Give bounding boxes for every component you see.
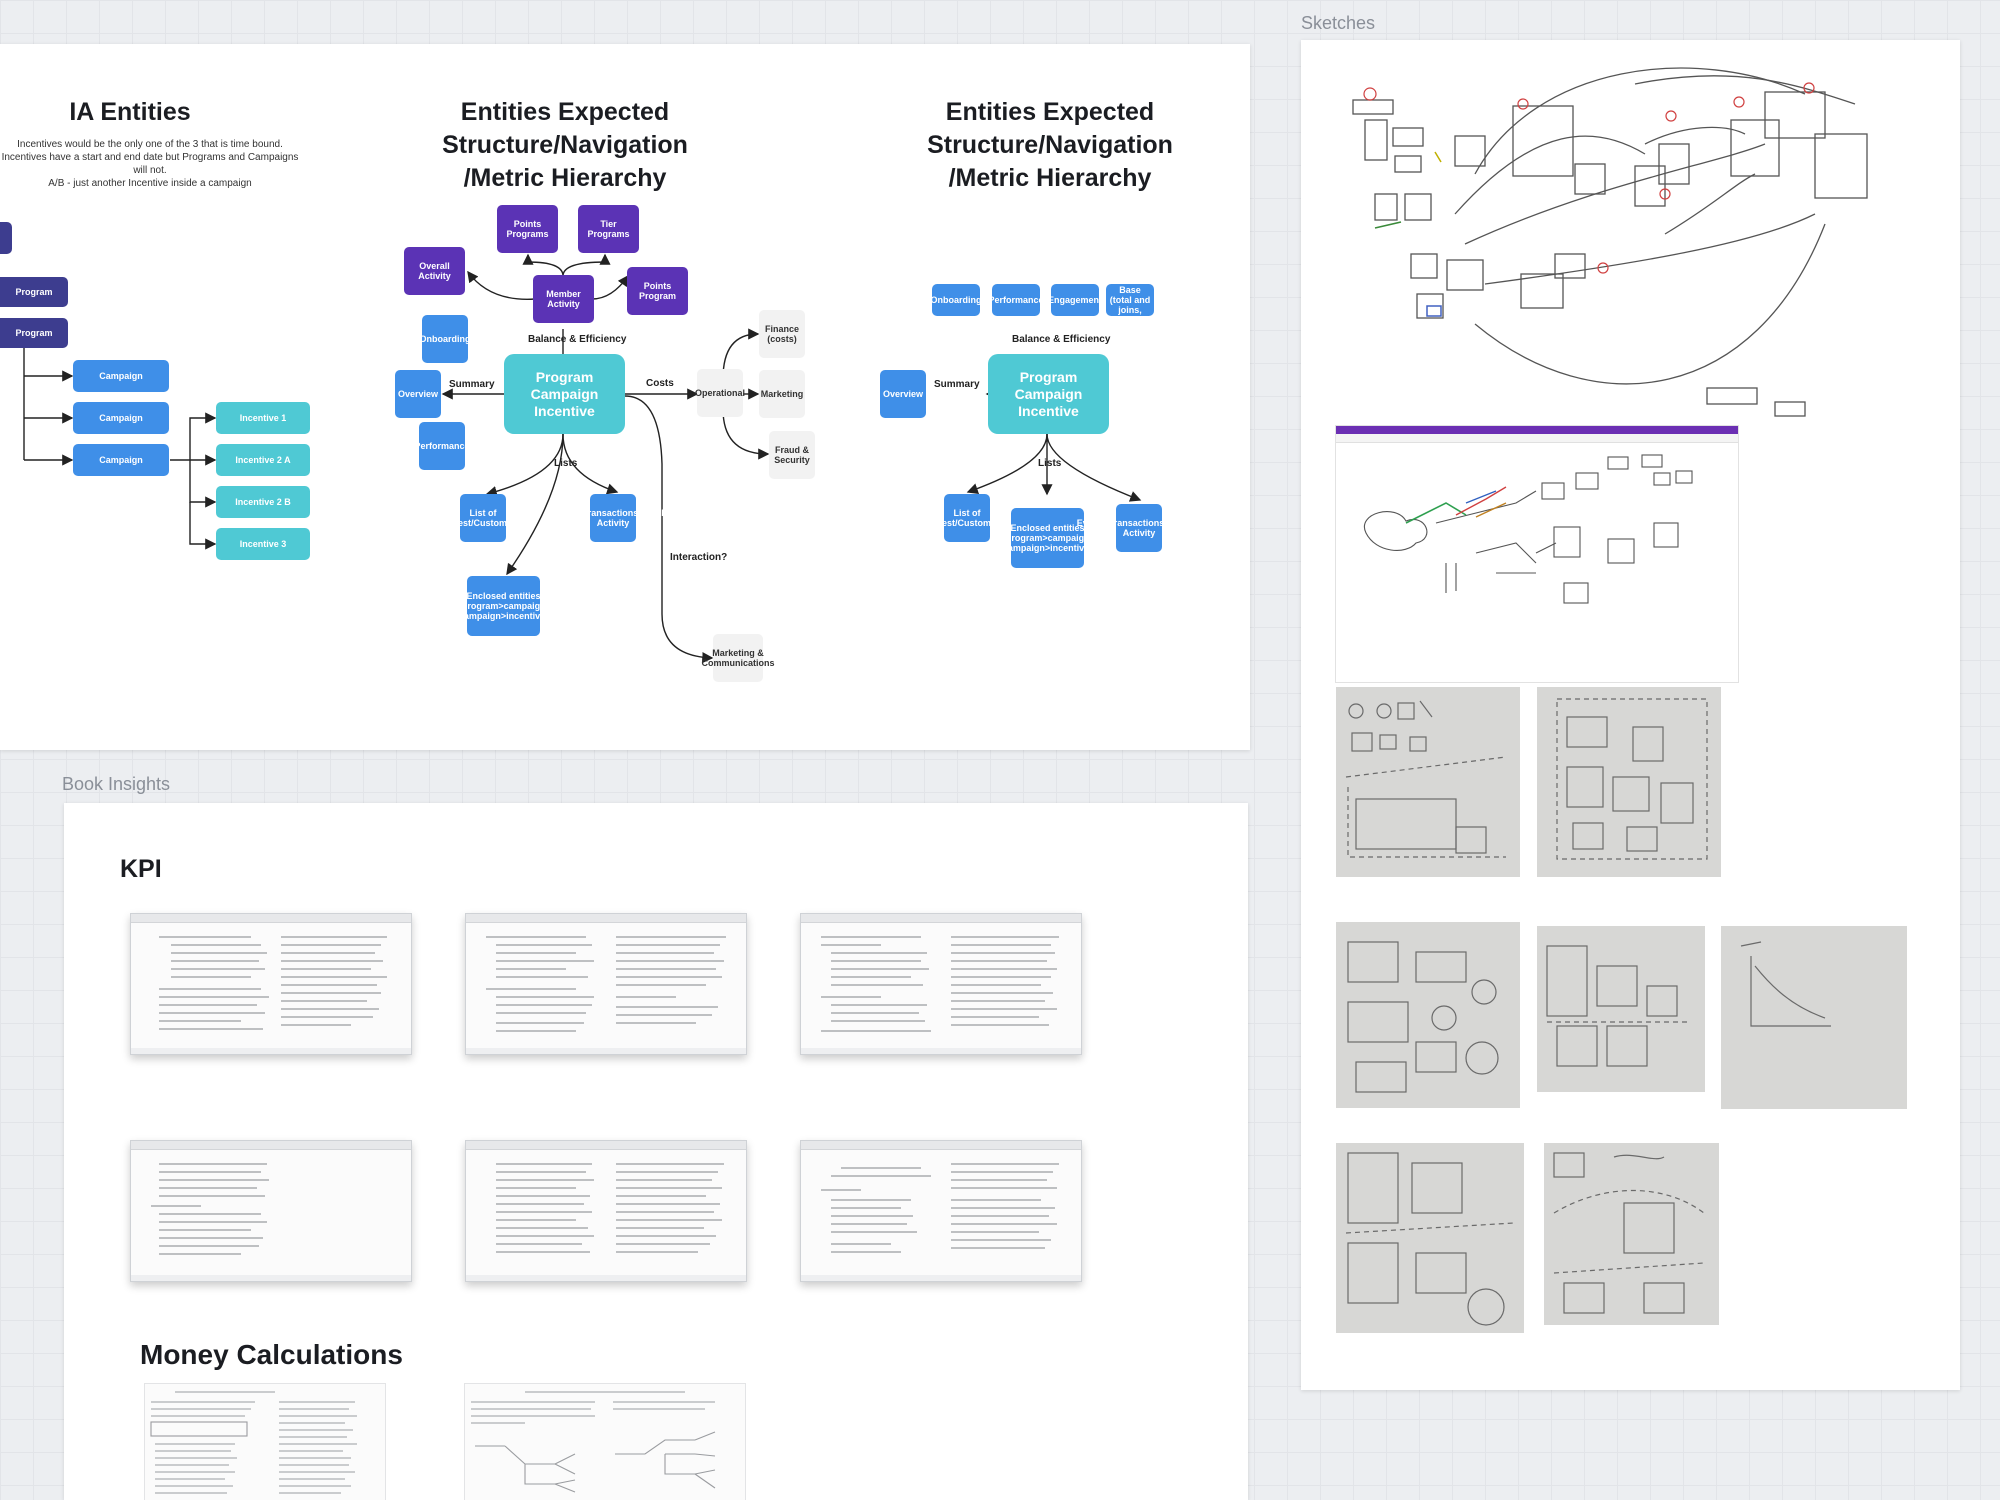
paper-sketch-photo-2[interactable] (1537, 687, 1721, 877)
paper-sketch-photo-7[interactable] (1544, 1143, 1719, 1325)
paper-sketch-photo-6[interactable] (1336, 1143, 1524, 1333)
whiteboard-2-titlebar (1336, 426, 1738, 434)
h1-label-costs: Costs (646, 378, 674, 389)
h1-label-summary: Summary (449, 379, 495, 390)
sketches-frame-label: Sketches (1301, 13, 1376, 33)
h1-node-list-guests[interactable]: List of Guest/Customers (446, 494, 521, 542)
sketches-frame[interactable] (1301, 40, 1960, 1390)
ia-node-campaign-2[interactable]: Campaign (73, 402, 169, 434)
paper-sketch-photo-4[interactable] (1537, 926, 1705, 1092)
kpi-page-6[interactable] (800, 1140, 1082, 1282)
h1-node-overall-activity[interactable]: Overall Activity (404, 247, 465, 295)
kpi-page-5-text (496, 1163, 724, 1253)
kpi-page-2-text (486, 936, 726, 1032)
h2-label-summary: Summary (934, 379, 980, 390)
whiteboard-sketch-1-drawing (1352, 67, 1868, 417)
paper-sketch-photo-5[interactable] (1721, 926, 1907, 1109)
ia-node-program-1[interactable]: Program (0, 277, 68, 307)
h1-label-interaction: Interaction? (670, 552, 728, 563)
kpi-page-5[interactable] (465, 1140, 747, 1282)
h2-node-member-base[interactable]: Member Base (total and joins, churn) (1106, 275, 1154, 325)
h1-label-lists: Lists (554, 458, 578, 469)
ia-entities-title: IA Entities (69, 98, 191, 126)
kpi-page-1[interactable] (130, 913, 412, 1055)
board-connectors (23, 253, 1142, 664)
paper-sketch-photo-4-drawing (1546, 945, 1687, 1067)
h1-node-member-activity[interactable]: Member Activity (533, 275, 594, 323)
hierarchy-1-title: Entities Expected Structure/Navigation /… (442, 98, 688, 192)
h2-node-enclosed[interactable]: Enclosed entities (program>campaign, cam… (1003, 508, 1092, 568)
h1-node-enclosed[interactable]: Enclosed entities (program>campaign, cam… (459, 576, 548, 636)
whiteboard-sketch-2[interactable] (1335, 425, 1739, 683)
paper-sketch-photo-3[interactable] (1336, 922, 1520, 1108)
h1-node-finance[interactable]: Finance (costs) (759, 310, 805, 358)
book-insights-frame[interactable]: KPI (64, 803, 1248, 1500)
money-page-2[interactable] (464, 1383, 746, 1500)
ia-entities-note: Incentives would be the only one of the … (1, 139, 299, 189)
h1-node-tier-programs[interactable]: Tier Programs (578, 205, 639, 253)
ia-node-incentive-2b[interactable]: Incentive 2 B (216, 486, 310, 518)
kpi-page-4-text (151, 1163, 269, 1255)
whiteboard-sketch-1[interactable] (1335, 44, 1935, 424)
money-page-1-text (150, 1391, 357, 1494)
h2-node-center[interactable]: Program Campaign Incentive (988, 354, 1109, 434)
h1-node-points-programs[interactable]: Points Programs (497, 205, 558, 253)
money-page-2-text (471, 1391, 716, 1493)
kpi-page-6-text (821, 1163, 1059, 1253)
h1-label-balance: Balance & Efficiency (528, 334, 627, 345)
paper-sketch-photo-1[interactable] (1336, 687, 1520, 877)
kpi-page-1-text (159, 936, 387, 1030)
kpi-page-4[interactable] (130, 1140, 412, 1282)
ia-node-incentive-3[interactable]: Incentive 3 (216, 528, 310, 560)
ia-node-campaign-1[interactable]: Campaign (73, 360, 169, 392)
paper-sketch-photo-1-drawing (1345, 700, 1507, 858)
h1-node-events[interactable]: Events/Transactions/Member Activity (551, 494, 675, 542)
whiteboard-2-menubar (1336, 434, 1738, 443)
h1-node-points-program[interactable]: Points Program (627, 267, 688, 315)
paper-sketch-photo-6-drawing (1345, 1152, 1515, 1326)
h2-node-overview[interactable]: Overview (880, 370, 926, 418)
kpi-page-2[interactable] (465, 913, 747, 1055)
ia-node-root[interactable] (0, 222, 12, 254)
h2-node-performance[interactable]: Performance (988, 284, 1044, 316)
h1-node-center[interactable]: Program Campaign Incentive (504, 354, 625, 434)
paper-sketch-photo-7-drawing (1553, 1152, 1705, 1314)
ia-node-program-2[interactable]: Program (0, 318, 68, 348)
h2-node-list-guests[interactable]: List of Guest/Customers (930, 494, 1005, 542)
ia-node-campaign-3[interactable]: Campaign (73, 444, 169, 476)
h1-node-overview[interactable]: Overview (395, 370, 441, 418)
money-calculations-title: Money Calculations (140, 1339, 403, 1370)
h2-label-balance: Balance & Efficiency (1012, 334, 1111, 345)
h1-node-fraud[interactable]: Fraud & Security (769, 431, 815, 479)
ia-board-frame[interactable]: IA Entities Incentives would be the only… (0, 44, 1250, 750)
h2-label-lists: Lists (1038, 458, 1062, 469)
h1-node-onboarding[interactable]: Onboarding (420, 315, 471, 363)
h1-node-performance[interactable]: Performance (414, 422, 470, 470)
ia-node-incentive-2a[interactable]: Incentive 2 A (216, 444, 310, 476)
paper-sketch-photo-5-drawing (1740, 941, 1831, 1027)
h1-node-marketing-comm[interactable]: Marketing & Communications (702, 634, 775, 682)
kpi-page-3[interactable] (800, 913, 1082, 1055)
whiteboard-sketch-2-drawing (1363, 454, 1693, 604)
kpi-title: KPI (120, 855, 162, 883)
book-insights-frame-label: Book Insights (62, 774, 171, 794)
h2-node-engagement[interactable]: Engagement (1048, 284, 1102, 316)
h2-node-onboarding[interactable]: Onboarding (931, 284, 982, 316)
h1-node-operational[interactable]: Operational (695, 369, 745, 417)
h1-node-marketing[interactable]: Marketing (759, 370, 805, 418)
paper-sketch-photo-3-drawing (1347, 941, 1499, 1093)
ia-node-incentive-1[interactable]: Incentive 1 (216, 402, 310, 434)
hierarchy-2-title: Entities Expected Structure/Navigation /… (927, 98, 1173, 192)
kpi-page-3-text (821, 936, 1059, 1032)
paper-sketch-photo-2-drawing (1556, 698, 1708, 860)
h2-node-events[interactable]: Events/Transactions/Member Activity (1077, 504, 1201, 552)
money-page-1[interactable] (144, 1383, 386, 1500)
